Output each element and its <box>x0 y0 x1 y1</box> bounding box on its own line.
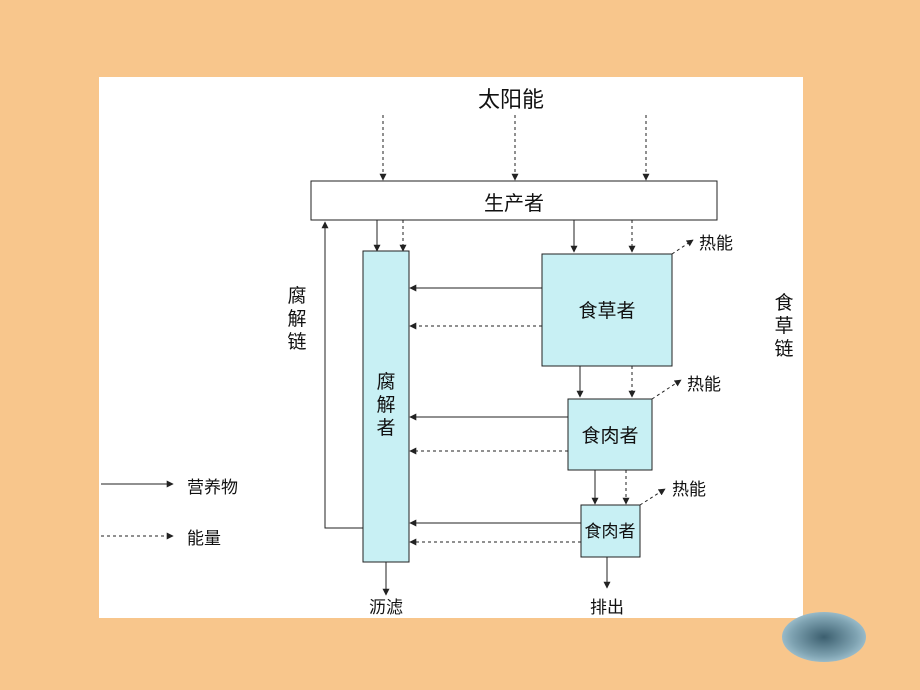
carnivore2-label: 食肉者 <box>585 522 636 542</box>
heat-arrow-3 <box>639 488 666 506</box>
heat-label-3: 热能 <box>672 480 706 500</box>
decomposer-label: 腐解者 <box>376 371 395 439</box>
decomposer-box <box>362 250 410 563</box>
carnivore1-box <box>567 398 653 471</box>
ecosystem-flow-diagram: 太阳能 生产者 食草者 食肉者 食肉者 热能 热能 热能 沥滤 排出 营养物 能… <box>101 88 794 618</box>
solar-energy-label: 太阳能 <box>478 88 544 113</box>
heat-arrow-1 <box>671 239 694 255</box>
legend-nutrient-label: 营养物 <box>187 478 238 498</box>
leaching-label: 沥滤 <box>369 598 403 618</box>
heat-label-2: 热能 <box>687 375 721 395</box>
carnivore1-label: 食肉者 <box>581 425 638 447</box>
carnivore2-box <box>580 504 641 558</box>
decorative-ellipse <box>782 612 866 662</box>
herbivore-label: 食草者 <box>578 300 635 322</box>
decomposer-chain-label: 腐解链 <box>287 285 306 353</box>
herbivore-box <box>541 253 673 367</box>
excretion-label: 排出 <box>590 598 624 618</box>
heat-arrow-2 <box>651 379 682 400</box>
diagram-panel: 太阳能 生产者 食草者 食肉者 食肉者 热能 热能 热能 沥滤 排出 营养物 能… <box>99 77 803 618</box>
producer-label: 生产者 <box>484 191 544 215</box>
heat-label-1: 热能 <box>699 234 733 254</box>
producer-box <box>310 180 718 221</box>
decomposer-chain-return <box>321 221 363 529</box>
grazing-chain-label: 食草链 <box>774 292 793 360</box>
legend-energy-label: 能量 <box>187 529 221 549</box>
